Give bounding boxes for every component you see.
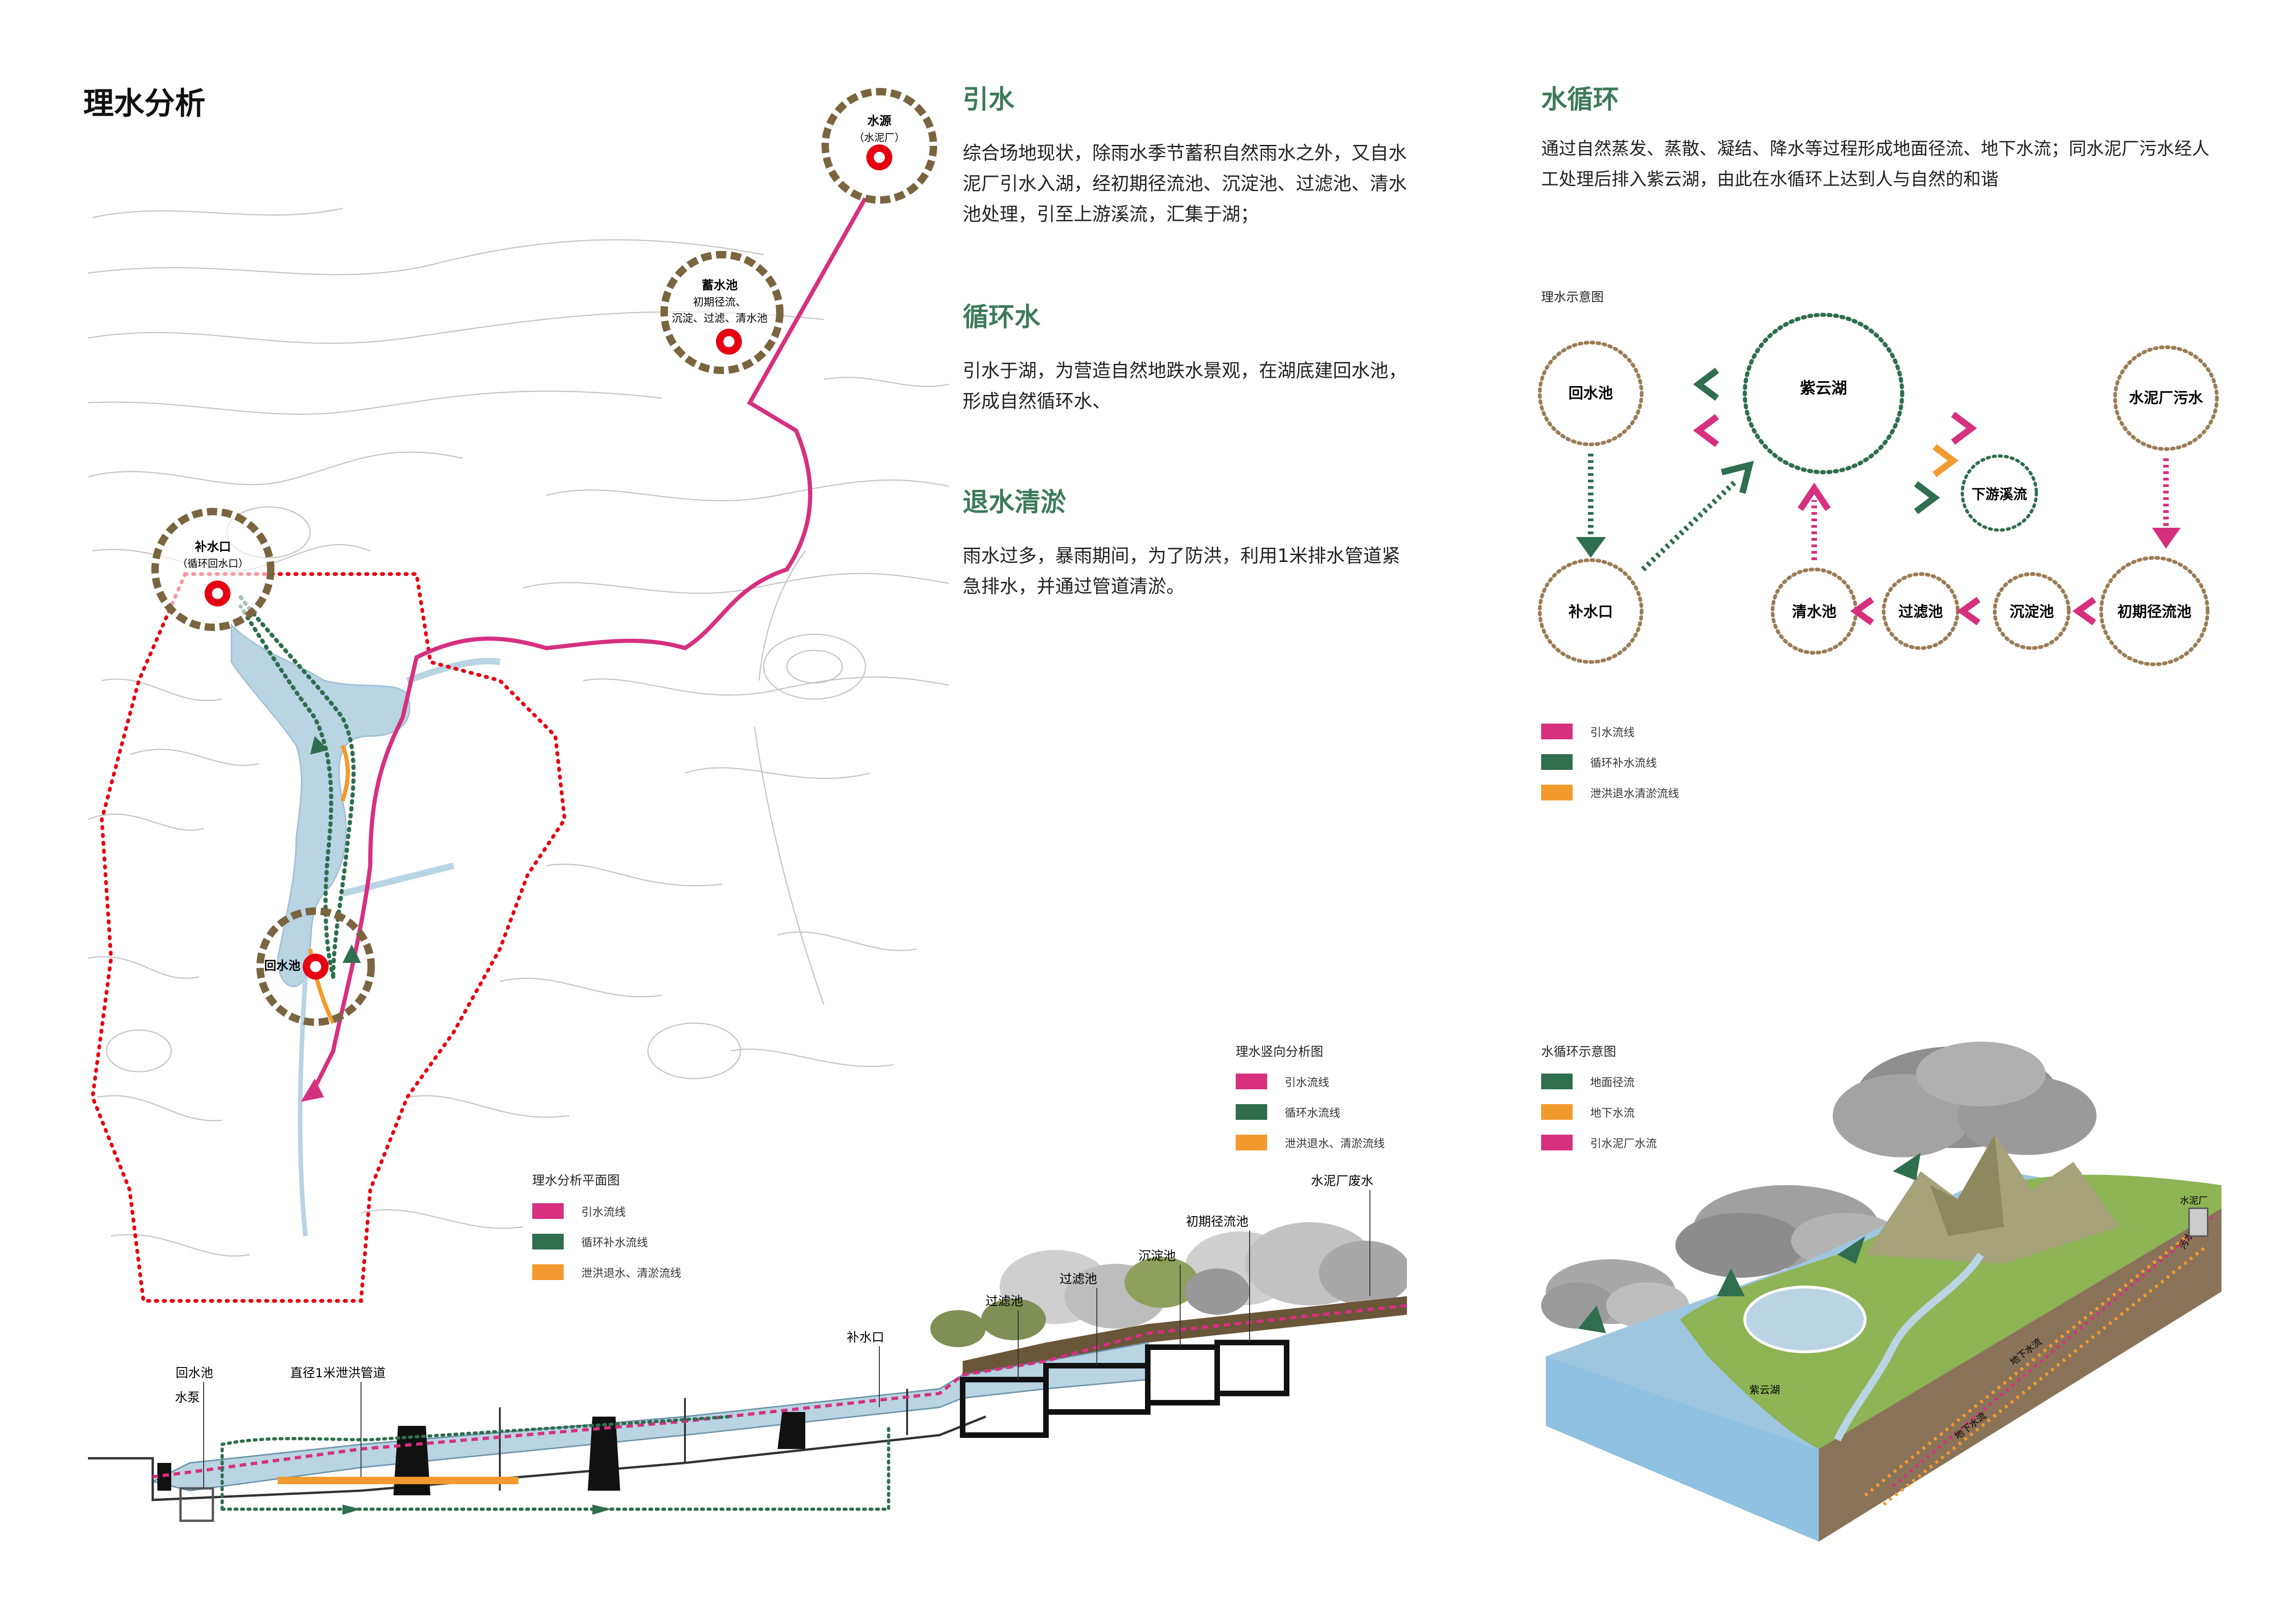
- legend-swatch: [532, 1264, 564, 1280]
- circle-huishuichi: [1538, 341, 1643, 446]
- block-land: [1680, 1174, 2221, 1449]
- label-ziyunhu: 紫云湖: [1800, 379, 1847, 398]
- cycle-legend-factory: 引水泥厂水流: [1541, 1134, 1657, 1150]
- arrow-bushui-to-lake: [1641, 479, 1738, 572]
- ziyun-lake: [1743, 1286, 1867, 1353]
- water-cycle-diagram: 紫云湖 地下水流 地下水流 污水处理池 水泥厂: [1541, 1042, 2221, 1542]
- label-settling-pool: 沉淀池: [1139, 1249, 1176, 1263]
- underground-flows: [1864, 1216, 2214, 1506]
- circle-chendianchi: [1993, 572, 2071, 650]
- label-pump: 水泵: [175, 1391, 200, 1405]
- reservoir-line2: 沉淀、过滤、清水池: [672, 312, 768, 325]
- legend-swatch: [1541, 754, 1573, 770]
- section-inflow-line: [152, 1304, 1407, 1479]
- section-flood-pipe: [278, 1477, 518, 1484]
- section-legend-circulation: 循环水流线: [1236, 1104, 1340, 1120]
- schematic-legend-inflow: 引水流线: [1541, 723, 1635, 739]
- text-tuishui: 雨水过多，暴雨期间，为了防洪，利用1米排水管道紧急排水，并通过管道清淤。: [963, 545, 1400, 597]
- cycle-caption: 水循环示意图: [1541, 1045, 1616, 1059]
- plan-legend-drainage: 泄洪退水、清淤流线: [532, 1264, 681, 1280]
- text-yinshui: 综合场地现状，除雨水季节蓄积自然雨水之外，又自水泥厂引水入湖，经初期径流池、沉淀…: [963, 143, 1407, 225]
- label-wastewater: 水泥厂废水: [1311, 1174, 1374, 1188]
- clouds: [1541, 1042, 2097, 1329]
- label-factory: 水泥厂: [2180, 1195, 2208, 1206]
- reservoir-line1: 初期径流、: [693, 296, 747, 308]
- label-inlet: 补水口: [847, 1330, 884, 1345]
- heading-shuixunhuan: 水循环: [1541, 85, 1619, 115]
- schematic-legend-circulation: 循环补水流线: [1541, 754, 1657, 770]
- schematic-caption: 理水示意图: [1541, 290, 1604, 305]
- heading-xunhuan: 循环水: [963, 302, 1040, 332]
- heading-yinshui: 引水: [963, 85, 1014, 115]
- plan-map-caption: 理水分析平面图: [532, 1174, 620, 1188]
- legend-swatch: [1236, 1073, 1267, 1089]
- plan-legend-circulation: 循环补水流线: [532, 1233, 648, 1249]
- label-lake: 紫云湖: [1749, 1385, 1780, 1396]
- circle-chuqi: [2099, 556, 2209, 666]
- circle-bushuikou: [1538, 558, 1643, 664]
- legend-swatch: [1236, 1104, 1267, 1120]
- block-right-side: [1819, 1208, 2221, 1542]
- label-guolvchi: 过滤池: [1898, 603, 1943, 620]
- page-title: 理水分析: [83, 86, 205, 121]
- node-reservoir: [660, 251, 784, 374]
- plan-drainage-line: [340, 744, 350, 802]
- section-legend-drainage: 泄洪退水、清淤流线: [1236, 1134, 1385, 1150]
- plan-circulation-line: [238, 595, 356, 979]
- label-runoff-pool: 初期径流池: [1186, 1215, 1249, 1229]
- plan-inflow-line: [312, 188, 872, 1089]
- source-title: 水源: [867, 114, 891, 128]
- text-xunhuan: 引水于湖，为营造自然地跌水景观，在湖底建回水池，形成自然循环水、: [963, 360, 1407, 412]
- plan-legend-inflow: 引水流线: [532, 1203, 626, 1219]
- factory-icon: [2188, 1207, 2209, 1237]
- label-wushui: 水泥厂污水: [2129, 389, 2203, 406]
- section-legend-inflow: 引水流线: [1236, 1073, 1329, 1089]
- legend-swatch: [1541, 1134, 1573, 1150]
- surface-flow-arrows: [1578, 1153, 1921, 1333]
- legend-swatch: [1541, 1073, 1573, 1089]
- node-return-pool: [256, 907, 375, 1026]
- label-return-pool: 回水池: [176, 1366, 213, 1380]
- section-circulation-line: [220, 1415, 890, 1511]
- legend-swatch: [1236, 1134, 1267, 1150]
- node-inlet: [151, 508, 274, 631]
- label-qingshuichi: 清水池: [1792, 603, 1836, 620]
- label-chuqi: 初期径流池: [2117, 603, 2191, 620]
- legend-swatch: [1541, 784, 1573, 800]
- inlet-sub: （循环回水口）: [177, 558, 249, 570]
- cycle-legend-surface: 地面径流: [1541, 1073, 1635, 1089]
- reservoir-title: 蓄水池: [702, 279, 738, 293]
- label-pipe: 直径1米泄洪管道: [290, 1366, 386, 1380]
- label-bushuikou: 补水口: [1568, 603, 1613, 620]
- heading-tuishui: 退水清淤: [963, 487, 1066, 518]
- label-chendianchi: 沉淀池: [2010, 603, 2054, 620]
- label-filter-pool-1: 过滤池: [1060, 1272, 1097, 1287]
- legend-swatch: [1541, 1104, 1573, 1120]
- plan-lake: [230, 623, 411, 987]
- legend-swatch: [532, 1203, 564, 1219]
- return-pool-title: 回水池: [264, 959, 300, 973]
- section-pump: [179, 1487, 214, 1522]
- circle-ziyunhu: [1742, 312, 1904, 475]
- contour-lines: [87, 207, 949, 1257]
- site-boundary: [90, 572, 567, 1303]
- inlet-title: 补水口: [195, 540, 231, 554]
- source-sub: （水泥厂）: [854, 132, 905, 144]
- schematic-legend-drainage: 泄洪退水清淤流线: [1541, 784, 1679, 800]
- cycle-legend-underground: 地下水流: [1541, 1104, 1635, 1120]
- legend-swatch: [532, 1233, 564, 1249]
- node-source: [821, 88, 937, 204]
- text-shuixunhuan: 通过自然蒸发、蒸散、凝结、降水等过程形成地面径流、地下水流；同水泥厂污水经人工处…: [1541, 138, 2210, 189]
- label-filter-pool-2: 过滤池: [986, 1294, 1023, 1309]
- label-xiayou: 下游溪流: [1972, 487, 2027, 503]
- section-view: 水泥厂废水 初期径流池 沉淀池 过滤池 过滤池 补水口 回水池 水泵 直径1米泄…: [88, 1174, 1407, 1522]
- schematic-diagram: 回水池 紫云湖 水泥厂污水 下游溪流 补水口 清水池 过滤池 沉淀池 初期径流池: [1538, 312, 2219, 666]
- circle-xiayou: [1960, 454, 2038, 532]
- circle-wushui: [2113, 345, 2219, 451]
- legend-swatch: [1541, 723, 1573, 739]
- label-huishuichi: 回水池: [1568, 384, 1613, 402]
- section-caption: 理水竖向分析图: [1236, 1045, 1323, 1059]
- plan-map: 水源 （水泥厂） 蓄水池 初期径流、 沉淀、过滤、清水池 补水口 （循环回水口）…: [87, 88, 949, 1303]
